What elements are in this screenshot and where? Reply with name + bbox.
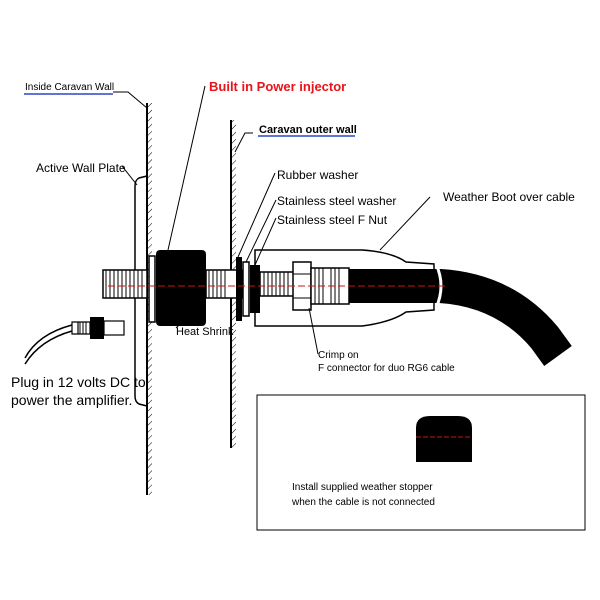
threaded-rod-left	[102, 269, 148, 299]
leader-inside-wall	[113, 91, 148, 109]
power-injector-block	[156, 250, 206, 326]
label-wall-plate: Active Wall Plate	[36, 161, 126, 175]
stainless-steel-washer	[242, 261, 250, 317]
leader-heat-shrink	[175, 311, 193, 329]
label-plug-line1: Plug in 12 volts DC to	[11, 374, 146, 390]
leader-power-injector	[167, 85, 206, 251]
label-ss-washer: Stainless steel washer	[277, 194, 396, 208]
label-rubber-washer: Rubber washer	[277, 168, 358, 182]
label-stopper-line2: when the cable is not connected	[291, 497, 435, 508]
leader-ss-washer	[245, 199, 277, 263]
label-inside-wall: Inside Caravan Wall	[25, 82, 114, 93]
leader-weather-boot	[379, 196, 431, 251]
label-outer-wall: Caravan outer wall	[259, 124, 357, 136]
leader-outer-wall	[234, 132, 253, 153]
label-crimp-line2: F connector for duo RG6 cable	[318, 363, 455, 374]
label-power-injector: Built in Power injector	[209, 79, 346, 94]
coax-cable	[349, 269, 572, 366]
leader-crimp	[308, 307, 319, 355]
weather-boot	[254, 249, 435, 327]
label-weather-boot: Weather Boot over cable	[443, 190, 575, 204]
weather-stopper-box	[256, 394, 586, 531]
callout-lines	[113, 85, 431, 355]
rubber-washer	[236, 257, 242, 321]
leader-rubber-washer	[237, 172, 276, 258]
label-f-nut: Stainless steel F Nut	[277, 213, 388, 227]
leader-f-nut	[254, 217, 277, 266]
label-heat-shrink: Heat Shrink	[176, 326, 234, 338]
label-stopper-line1: Install supplied weather stopper	[292, 482, 433, 493]
inner-washer	[148, 255, 156, 323]
leader-wall-plate	[121, 165, 138, 186]
dc-plug-icon	[24, 317, 125, 365]
threaded-rod-right	[259, 271, 295, 297]
weather-stopper-cap-icon	[416, 416, 472, 462]
label-plug-line2: power the amplifier.	[11, 392, 132, 408]
label-crimp-line1: Crimp on	[318, 350, 359, 361]
